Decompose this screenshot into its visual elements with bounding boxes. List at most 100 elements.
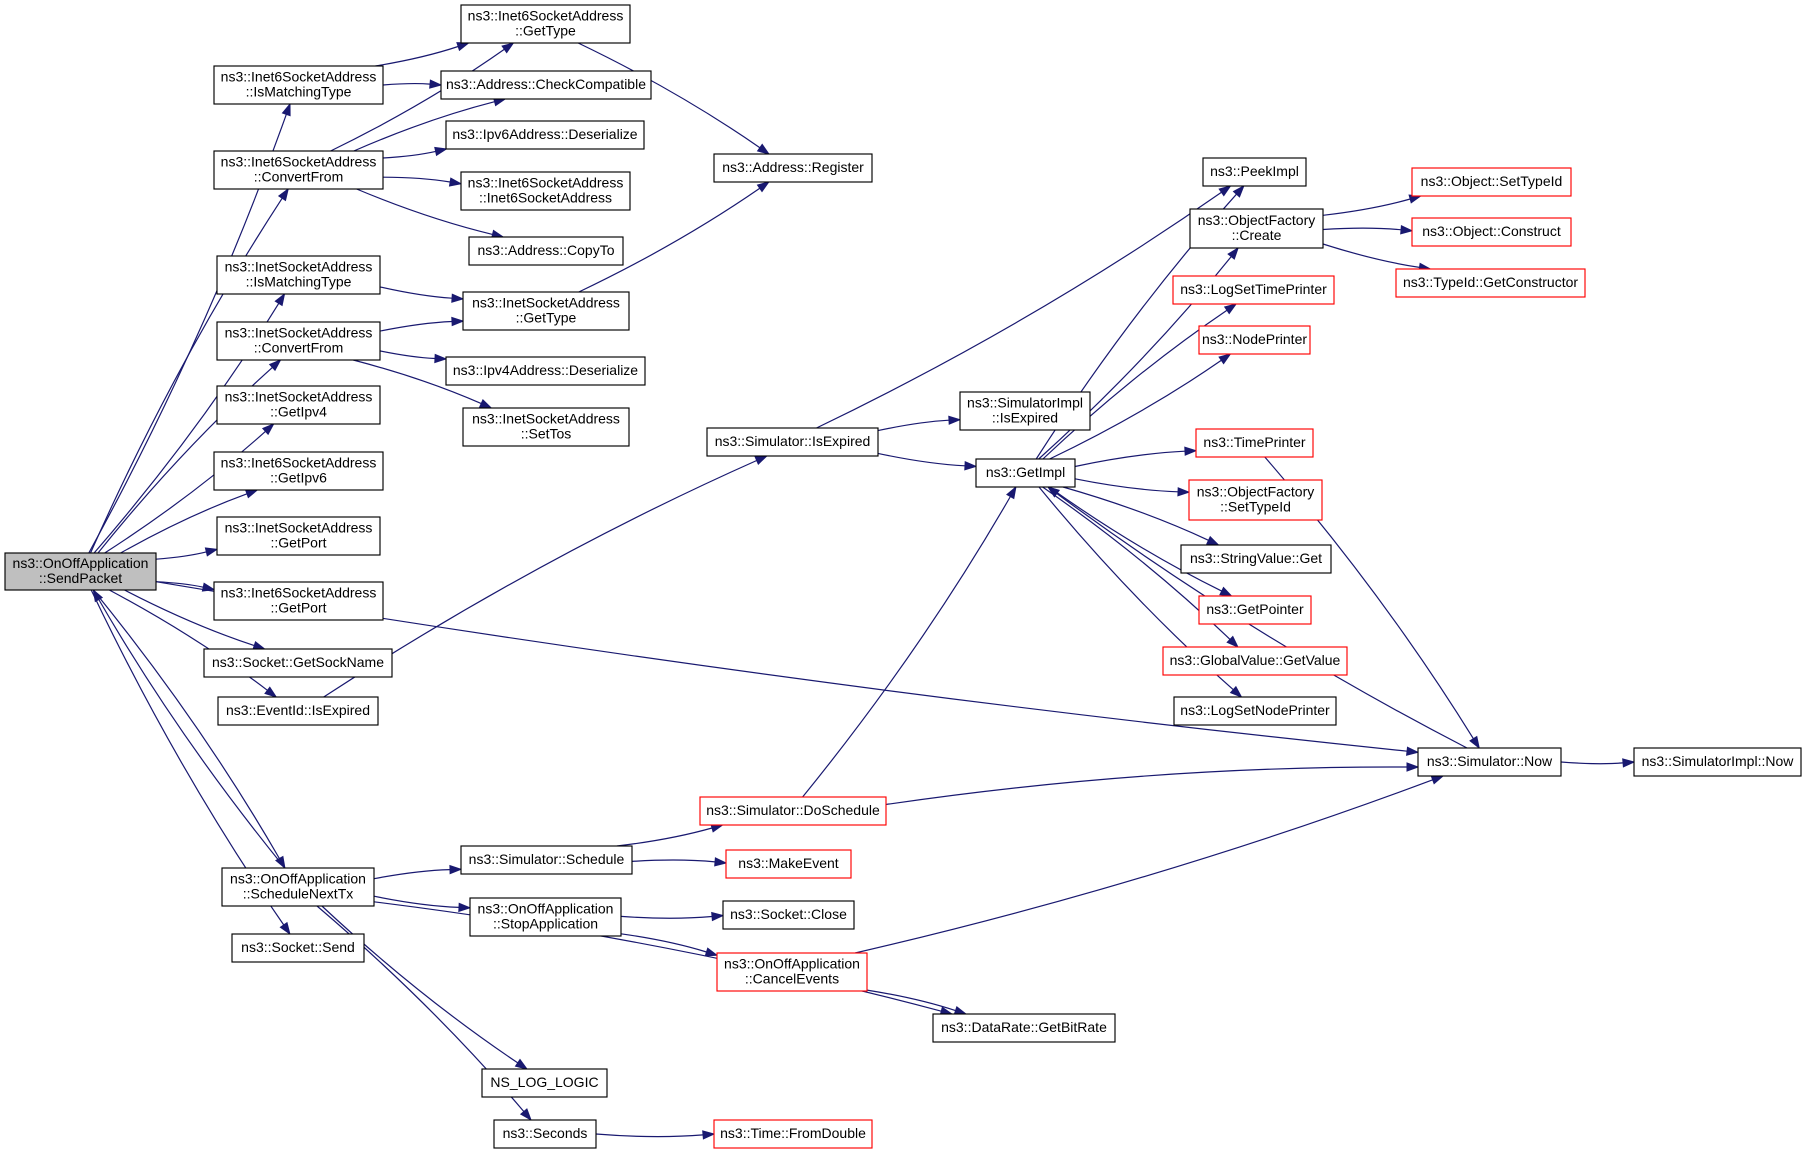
node-logsettimeprinter[interactable]: ns3::LogSetTimePrinter: [1172, 275, 1335, 305]
node-box: [1411, 217, 1572, 247]
node-addr_checkcompat[interactable]: ns3::Address::CheckCompatible: [440, 70, 652, 100]
arrowhead-seconds-to-time_fromdouble: [702, 1130, 716, 1140]
node-box: [959, 391, 1091, 431]
node-i6_ctor[interactable]: ns3::Inet6SocketAddress::Inet6SocketAddr…: [460, 171, 631, 211]
node-globalvalue_getvalue[interactable]: ns3::GlobalValue::GetValue: [1162, 646, 1348, 676]
node-label-line: ns3::OnOffApplication: [230, 871, 366, 887]
arrowhead-i6_convertfrom-to-i6_ctor: [448, 177, 463, 187]
node-i6_convertfrom[interactable]: ns3::Inet6SocketAddress::ConvertFrom: [213, 150, 384, 190]
node-addr_register[interactable]: ns3::Address::Register: [713, 153, 873, 183]
node-datarate_getbitrate[interactable]: ns3::DataRate::GetBitRate: [932, 1013, 1116, 1043]
node-objfactory_create[interactable]: ns3::ObjectFactory::Create: [1189, 208, 1324, 249]
arrowhead-sendpacket-to-i4_getport: [204, 547, 219, 557]
node-box: [460, 171, 631, 211]
node-box: [469, 897, 622, 937]
node-box: [1198, 325, 1311, 355]
arrowhead-getimpl-to-logsetnodeprinter: [1229, 685, 1243, 698]
node-time_fromdouble[interactable]: ns3::Time::FromDouble: [713, 1119, 873, 1149]
arrowhead-getimpl-to-nodeprinter: [1218, 353, 1232, 365]
node-box: [1180, 544, 1332, 574]
node-label-line: ns3::StringValue::Get: [1190, 550, 1322, 566]
arrowhead-cancelevents-to-sim_now: [1430, 775, 1445, 785]
node-timeprinter[interactable]: ns3::TimePrinter: [1195, 428, 1314, 458]
node-sim_schedule[interactable]: ns3::Simulator::Schedule: [460, 845, 633, 875]
node-socket_getsockname[interactable]: ns3::Socket::GetSockName: [203, 648, 393, 678]
node-getimpl[interactable]: ns3::GetImpl: [975, 458, 1076, 488]
node-sim_now[interactable]: ns3::Simulator::Now: [1417, 747, 1562, 777]
node-ipv6_deserialize[interactable]: ns3::Ipv6Address::Deserialize: [445, 120, 645, 150]
edge-stopapplication-to-cancelevents: [620, 933, 707, 953]
node-label-line: ns3::OnOffApplication: [478, 901, 614, 917]
node-label-line: ns3::Inet6SocketAddress: [221, 69, 377, 85]
edge-getimpl-to-objfactory_settypeid: [1074, 478, 1179, 493]
node-schedulenexttx[interactable]: ns3::OnOffApplication::ScheduleNextTx: [221, 867, 375, 907]
arrowhead-cancelevents-to-datarate_getbitrate: [953, 1005, 968, 1015]
node-i6_gettype[interactable]: ns3::Inet6SocketAddress::GetType: [460, 4, 631, 44]
node-label-line: ns3::Inet6SocketAddress: [221, 455, 377, 471]
edge-sendpacket-to-i4_getport: [155, 551, 207, 560]
node-objfactory_settypeid[interactable]: ns3::ObjectFactory::SetTypeId: [1188, 479, 1323, 521]
node-label-line: ::GetType: [516, 310, 577, 326]
node-logsetnodeprinter[interactable]: ns3::LogSetNodePrinter: [1173, 696, 1337, 726]
node-label-line: ns3::Simulator::DoSchedule: [706, 802, 880, 818]
edge-sim_schedule-to-makeevent: [631, 859, 716, 863]
node-i4_gettype[interactable]: ns3::InetSocketAddress::GetType: [462, 291, 630, 331]
node-sim_doschedule[interactable]: ns3::Simulator::DoSchedule: [699, 796, 887, 826]
node-sendpacket[interactable]: ns3::OnOffApplication::SendPacket: [4, 552, 157, 591]
edge-sim_schedule-to-sim_doschedule: [616, 827, 713, 847]
node-i4_getipv4[interactable]: ns3::InetSocketAddress::GetIpv4: [216, 385, 381, 425]
node-i4_settos[interactable]: ns3::InetSocketAddress::SetTos: [462, 407, 630, 447]
node-i6_getipv6[interactable]: ns3::Inet6SocketAddress::GetIpv6: [213, 451, 384, 491]
node-label-line: ns3::PeekImpl: [1210, 163, 1299, 179]
node-box: [216, 516, 381, 556]
edge-sendpacket-to-i6_getipv6: [120, 493, 248, 554]
node-stopapplication[interactable]: ns3::OnOffApplication::StopApplication: [469, 897, 622, 937]
edge-getimpl-to-nodeprinter: [1049, 359, 1222, 460]
node-label-line: ns3::GetImpl: [986, 464, 1065, 480]
node-obj_settypeid[interactable]: ns3::Object::SetTypeId: [1411, 167, 1572, 197]
node-stringvalue_get[interactable]: ns3::StringValue::Get: [1180, 544, 1332, 574]
node-addr_copyto[interactable]: ns3::Address::CopyTo: [468, 236, 624, 266]
arrowhead-i4_convertfrom-to-ipv4_deserialize: [434, 353, 448, 364]
node-box: [713, 1119, 873, 1149]
node-box: [725, 849, 852, 879]
arrowhead-i6_ismatching-to-i6_gettype: [456, 42, 470, 52]
node-i4_ismatching[interactable]: ns3::InetSocketAddress::IsMatchingType: [216, 255, 381, 295]
node-label-line: ns3::InetSocketAddress: [225, 259, 373, 275]
node-sim_isexpired[interactable]: ns3::Simulator::IsExpired: [706, 427, 879, 457]
node-typeid_getctor[interactable]: ns3::TypeId::GetConstructor: [1395, 268, 1586, 298]
node-obj_construct[interactable]: ns3::Object::Construct: [1411, 217, 1572, 247]
node-socket_close[interactable]: ns3::Socket::Close: [722, 900, 855, 930]
node-label-line: ::CancelEvents: [745, 971, 839, 987]
node-simimpl_isexpired[interactable]: ns3::SimulatorImpl::IsExpired: [959, 391, 1091, 431]
node-box: [217, 696, 379, 726]
node-getpointer[interactable]: ns3::GetPointer: [1198, 595, 1312, 625]
node-label-line: ns3::Socket::GetSockName: [212, 654, 384, 670]
arrowhead-i6_ismatching-to-addr_checkcompat: [429, 79, 443, 89]
node-box: [1162, 646, 1348, 676]
node-simimpl_now[interactable]: ns3::SimulatorImpl::Now: [1633, 747, 1802, 777]
node-peekimpl[interactable]: ns3::PeekImpl: [1202, 157, 1307, 187]
arrowhead-getimpl-to-peekimpl: [1232, 184, 1245, 198]
edge-getimpl-to-timeprinter: [1074, 450, 1186, 468]
node-cancelevents[interactable]: ns3::OnOffApplication::CancelEvents: [716, 952, 868, 992]
node-eventid_isexpired[interactable]: ns3::EventId::IsExpired: [217, 696, 379, 726]
node-box: [481, 1068, 608, 1098]
edge-i4_convertfrom-to-i4_settos: [353, 359, 482, 405]
node-ns_log_logic[interactable]: NS_LOG_LOGIC: [481, 1068, 608, 1098]
node-i4_convertfrom[interactable]: ns3::InetSocketAddress::ConvertFrom: [216, 321, 381, 361]
edge-schedulenexttx-to-sim_schedule: [373, 869, 451, 880]
node-box: [932, 1013, 1116, 1043]
node-socket_send[interactable]: ns3::Socket::Send: [231, 933, 365, 963]
node-box: [1172, 275, 1335, 305]
node-seconds[interactable]: ns3::Seconds: [493, 1119, 597, 1149]
node-ipv4_deserialize[interactable]: ns3::Ipv4Address::Deserialize: [445, 356, 646, 386]
node-i6_ismatching[interactable]: ns3::Inet6SocketAddress::IsMatchingType: [213, 65, 384, 105]
node-i4_getport[interactable]: ns3::InetSocketAddress::GetPort: [216, 516, 381, 556]
node-nodeprinter[interactable]: ns3::NodePrinter: [1198, 325, 1311, 355]
node-makeevent[interactable]: ns3::MakeEvent: [725, 849, 852, 879]
node-i6_getport[interactable]: ns3::Inet6SocketAddress::GetPort: [213, 581, 384, 621]
node-label-line: ns3::GetPointer: [1206, 601, 1304, 617]
node-box: [1188, 479, 1323, 521]
edge-schedulenexttx-to-sendpacket: [98, 599, 286, 869]
